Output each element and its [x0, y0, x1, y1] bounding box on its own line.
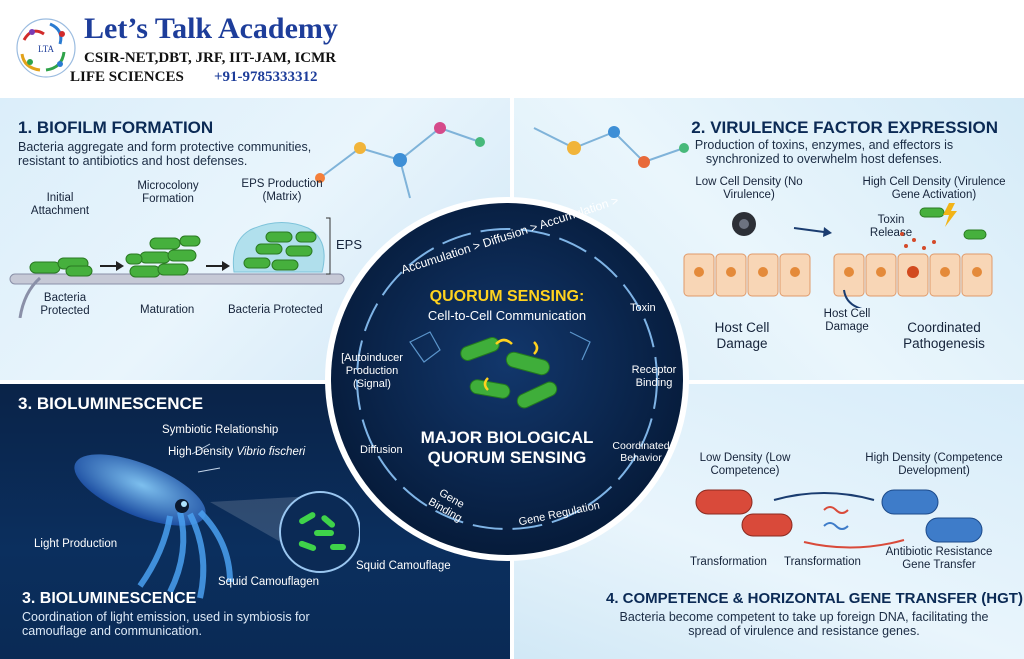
- high-density-vibrio-label: High Density Vibrio fischeri: [168, 446, 305, 459]
- header-subtitle: CSIR-NET,DBT, JRF, IIT-JAM, ICMR: [84, 50, 337, 66]
- header: LTA Let’s Talk Academy CSIR-NET,DBT, JRF…: [0, 0, 1024, 98]
- cycle-diffusion-label: Diffusion: [360, 444, 403, 456]
- academy-logo-icon: LTA: [16, 18, 76, 78]
- cycle-autoinducer-label: [Autoinducer Production (Signal): [341, 352, 403, 390]
- low-competence-label: Low Density (Low Competence): [699, 452, 791, 477]
- cycle-toxin-label: Toxin: [630, 302, 656, 314]
- quorum-cycle-circle: [325, 197, 689, 561]
- major-title-1: MAJOR BIOLOGICAL: [420, 428, 594, 447]
- maturation-label: Maturation: [140, 304, 195, 316]
- eps-label: EPS: [336, 237, 363, 252]
- symbiotic-label: Symbiotic Relationship: [162, 424, 279, 436]
- eps-production-label: EPS Production (Matrix): [241, 178, 323, 203]
- major-title-2: QUORUM SENSING: [427, 448, 587, 467]
- qs-subtitle: Cell-to-Cell Communication: [427, 308, 587, 323]
- page-title: Let’s Talk Academy: [84, 12, 338, 45]
- vibrio-species-text: Vibrio fischeri: [236, 446, 306, 458]
- bioluminescence-description: Coordination of light emission, used in …: [22, 610, 310, 638]
- squid-camouflagen-label: Squid Camouflagen: [218, 576, 320, 588]
- virulence-title: 2. VIRULENCE FACTOR EXPRESSION: [691, 118, 998, 137]
- bacteria-protected-label-2: Bacteria Protected: [228, 304, 323, 316]
- qs-title: QUORUM SENSING:: [429, 288, 585, 305]
- header-phone: +91-9785333312: [214, 69, 318, 85]
- bioluminescence-title-top: 3. BIOLUMINESCENCE: [18, 394, 204, 413]
- low-density-label: Low Cell Density (No Virulence): [695, 176, 803, 201]
- microcolony-label: Microcolony Formation: [137, 180, 199, 205]
- squid-icon: [74, 443, 360, 599]
- header-life-sciences: LIFE SCIENCES: [70, 69, 184, 85]
- competence-title: 4. COMPETENCE & HORIZONTAL GENE TRANSFER…: [606, 590, 1023, 607]
- squid-camouflage-label: Squid Camouflage: [356, 560, 451, 572]
- high-density-label: High Cell Density (Virulence Gene Activa…: [862, 176, 1006, 201]
- molecule-decoration-icon-2: [533, 126, 689, 168]
- hgt-diagram: [695, 489, 983, 549]
- high-density-text: High Density: [168, 446, 234, 458]
- antibiotic-resistance-label: Antibiotic Resistance Gene Transfer: [885, 546, 993, 571]
- biofilm-diagram: [9, 217, 345, 318]
- competence-description: Bacteria become competent to take up for…: [619, 610, 989, 638]
- bioluminescence-title-bottom: 3. BIOLUMINESCENCE: [22, 590, 197, 607]
- quorum-center-text: QUORUM SENSING: Cell-to-Cell Communicati…: [320, 192, 694, 566]
- host-cell-damage-small-label: Host Cell Damage: [823, 308, 871, 333]
- virulence-diagram: [683, 203, 993, 308]
- transformation-label-2: Transformation: [784, 556, 861, 568]
- light-production-label: Light Production: [34, 538, 118, 550]
- initial-attachment-label: Initial Attachment: [30, 192, 90, 217]
- logo-text: LTA: [38, 44, 54, 54]
- coordinated-pathogenesis-label: Coordinated Pathogenesis: [903, 320, 985, 351]
- molecule-decoration-icon: [315, 122, 485, 199]
- biofilm-title: 1. BIOFILM FORMATION: [18, 118, 214, 137]
- biofilm-description: Bacteria aggregate and form protective c…: [18, 140, 312, 168]
- transformation-label-1: Transformation: [690, 556, 767, 568]
- host-cell-damage-label: Host Cell Damage: [714, 320, 770, 351]
- cycle-receptor-label: Receptor Binding: [631, 364, 677, 389]
- cycle-coordinated-label: Coordinated Behavior: [612, 440, 670, 464]
- cycle-top-label: Accumulation > Diffusion > Accumulation …: [399, 193, 621, 277]
- cycle-gene-binding-label: Gene Binding: [426, 487, 467, 525]
- virulence-description: Production of toxins, enzymes, and effec…: [694, 138, 954, 166]
- bacteria-protected-label: Bacteria Protected: [40, 292, 90, 317]
- toxin-release-label: Toxin Release: [869, 214, 913, 239]
- high-competence-label: High Density (Competence Development): [865, 452, 1003, 477]
- cycle-gene-regulation-label: Gene Regulation: [517, 499, 601, 529]
